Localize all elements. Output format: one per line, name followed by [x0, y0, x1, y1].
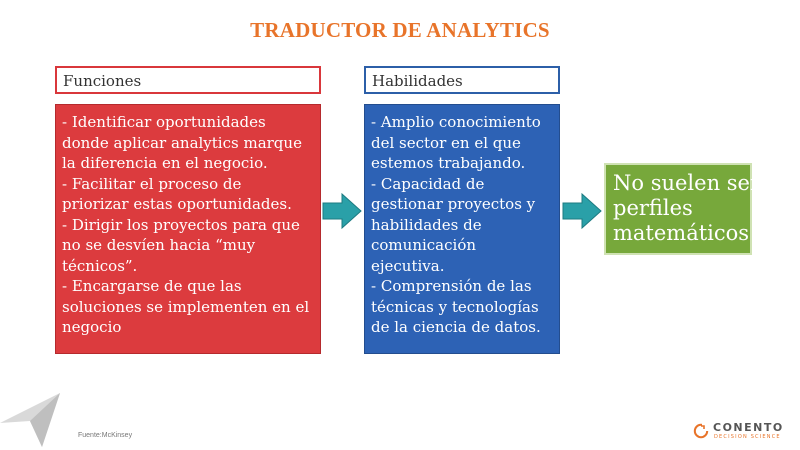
result-line: matemáticos [613, 221, 750, 245]
brand-tagline: DECISION SCIENCE [714, 434, 781, 440]
funciones-box: - Identificar oportunidades donde aplica… [55, 104, 321, 354]
arrow-right-icon [322, 193, 362, 229]
funciones-line: negocio [62, 318, 122, 336]
habilidades-line: - Amplio conocimiento [371, 113, 541, 131]
habilidades-header: Habilidades [364, 66, 560, 94]
habilidades-line: de la ciencia de datos. [371, 318, 541, 336]
funciones-line: - Dirigir los proyectos para que [62, 215, 300, 234]
funciones-line: donde aplicar analytics marque [62, 133, 302, 152]
funciones-header: Funciones [55, 66, 321, 94]
result-box: No suelen ser perfiles matemáticos [604, 163, 761, 255]
habilidades-line: técnicas y tecnologías [371, 297, 539, 316]
funciones-line: técnicos”. [62, 256, 138, 275]
source-note: Fuente:McKinsey [78, 432, 133, 439]
funciones-line: - Facilitar el proceso de [62, 174, 242, 193]
brand-name: CONENTO [713, 421, 784, 434]
result-line: No suelen ser [613, 171, 761, 195]
habilidades-line: - Comprensión de las [371, 277, 532, 295]
funciones-line: priorizar estas oportunidades. [62, 195, 292, 213]
result-line: perfiles [613, 196, 693, 220]
habilidades-line: habilidades de [371, 215, 482, 234]
arrow-right-icon [562, 193, 602, 229]
habilidades-box: - Amplio conocimiento del sector en el q… [364, 104, 560, 354]
habilidades-line: - Capacidad de [371, 174, 485, 193]
funciones-line: la diferencia en el negocio. [62, 154, 268, 172]
funciones-line: soluciones se implementen en el [62, 297, 310, 316]
conento-logo-icon [693, 423, 709, 439]
habilidades-line: ejecutiva. [371, 256, 445, 275]
habilidades-line: del sector en el que [371, 133, 521, 152]
habilidades-line: comunicación [371, 236, 477, 254]
paper-plane-logo-icon [0, 393, 60, 447]
funciones-line: - Encargarse de que las [62, 277, 242, 295]
funciones-line: - Identificar oportunidades [62, 113, 266, 131]
page-title: TRADUCTOR DE ANALYTICS [250, 18, 550, 42]
habilidades-line: estemos trabajando. [371, 154, 526, 172]
funciones-line: no se desvíen hacia “muy [62, 236, 256, 254]
habilidades-line: gestionar proyectos y [371, 195, 536, 213]
